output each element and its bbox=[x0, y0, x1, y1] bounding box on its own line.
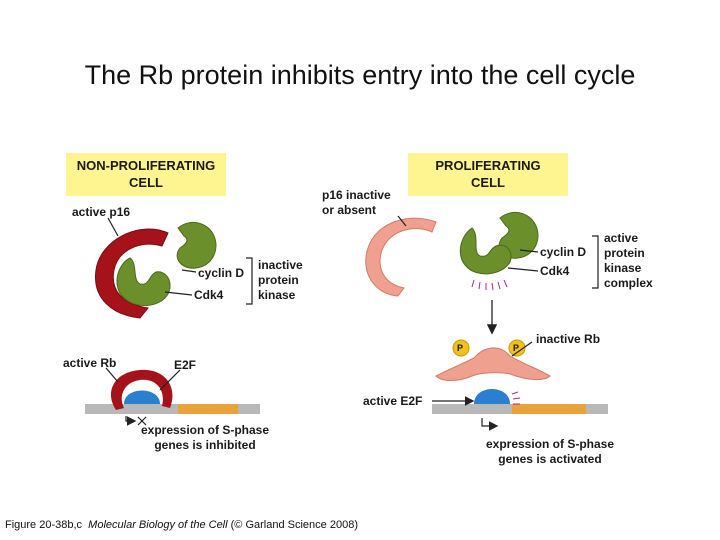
phosphate-icon bbox=[508, 339, 526, 357]
cyclin-d-shape-right bbox=[498, 211, 539, 259]
inactive-p16-shape bbox=[365, 217, 437, 297]
header-line-2: CELL bbox=[471, 175, 505, 190]
active-rb-shape bbox=[110, 369, 173, 410]
e2f-shape-right bbox=[474, 389, 510, 404]
header-line-1: PROLIFERATING bbox=[435, 158, 541, 173]
e2f-shape-left bbox=[124, 390, 160, 404]
p16-inactive-label: p16 inactive or absent bbox=[322, 188, 391, 217]
cyclin-d-label: cyclin D bbox=[540, 245, 587, 259]
phosphate-label-1: P bbox=[457, 343, 464, 353]
e2f-label: E2F bbox=[174, 358, 197, 372]
cdk4-label: Cdk4 bbox=[194, 288, 224, 302]
figure-caption: Figure 20-38b,c Molecular Biology of the… bbox=[5, 519, 358, 531]
slide-title: The Rb protein inhibits entry into the c… bbox=[84, 60, 636, 90]
cdk4-label: Cdk4 bbox=[540, 264, 570, 278]
expression-inhibited-label: expression of S-phase genes is inhibited bbox=[140, 423, 270, 452]
active-e2f-label: active E2F bbox=[363, 394, 423, 408]
phosphate-label-2: P bbox=[513, 343, 520, 353]
cyclin-d-shape-left bbox=[176, 221, 217, 269]
active-rb-label: active Rb bbox=[63, 356, 117, 370]
active-p16-label: active p16 bbox=[72, 205, 131, 219]
header-line-2: CELL bbox=[129, 175, 163, 190]
active-p16-shape bbox=[95, 228, 169, 319]
phosphate-icon bbox=[452, 339, 470, 357]
non-proliferating-header: NON-PROLIFERATING CELL bbox=[66, 153, 226, 196]
header-line-1: NON-PROLIFERATING bbox=[76, 158, 216, 173]
cyclin-d-label: cyclin D bbox=[198, 266, 245, 280]
cdk4-shape-left bbox=[116, 257, 171, 306]
inactive-rb-shape bbox=[435, 347, 551, 381]
caption-book-title: Molecular Biology of the Cell bbox=[88, 519, 228, 531]
caption-suffix: (© Garland Science 2008) bbox=[230, 519, 358, 531]
inactive-rb-label: inactive Rb bbox=[536, 332, 601, 346]
proliferating-header: PROLIFERATING CELL bbox=[408, 153, 568, 196]
caption-prefix: Figure 20-38b,c bbox=[5, 519, 83, 531]
active-kinase-complex-label: active protein kinase complex bbox=[604, 231, 653, 290]
inactive-kinase-label: inactive protein kinase bbox=[258, 258, 303, 302]
expression-activated-label: expression of S-phase genes is activated bbox=[485, 437, 615, 466]
cdk4-shape-right bbox=[459, 227, 512, 275]
